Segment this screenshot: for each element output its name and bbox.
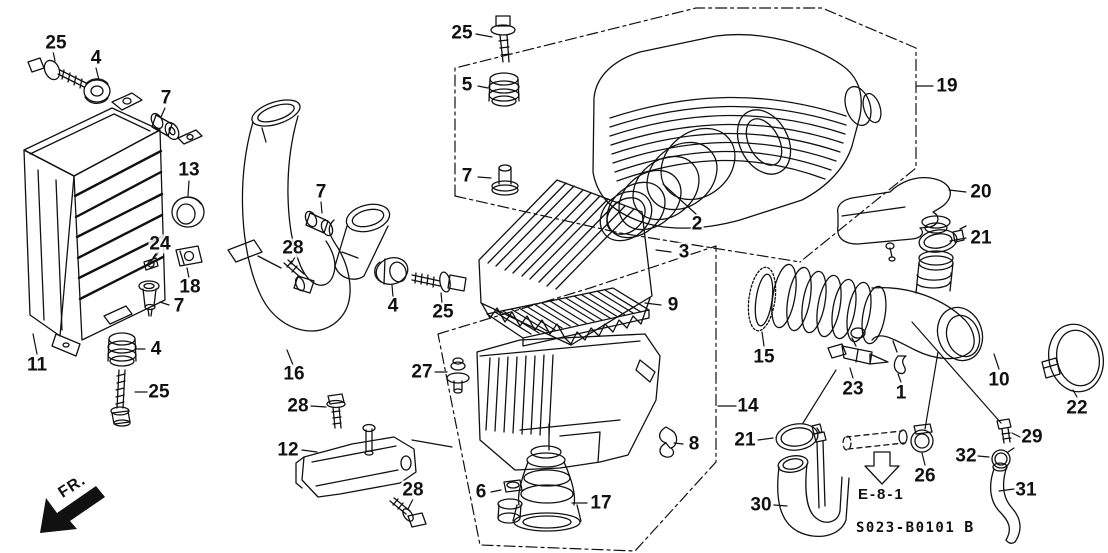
resonator-tank-drawing: [23, 92, 203, 357]
bolt-25-top-drawing: [490, 15, 516, 63]
clamp-32-drawing: [991, 447, 1015, 469]
clipnut-18-drawing: [175, 245, 203, 267]
group-box-14: [437, 245, 717, 552]
bolt-25-duct-drawing: [411, 271, 467, 293]
grommet-4-duct-drawing: [374, 257, 409, 285]
bolt-7-top-drawing: [491, 164, 519, 196]
tube-31-drawing: [989, 462, 1021, 544]
housing-top-drawing: [592, 33, 882, 242]
sensor-23-drawing: [827, 337, 889, 365]
fr-arrow-icon: [40, 486, 105, 533]
diagram-code-suffix: B: [964, 518, 974, 536]
ring-13-drawing: [171, 196, 205, 228]
clip-1-drawing: [892, 340, 907, 375]
breather-tube-30-drawing: [777, 427, 850, 538]
clamp-22-drawing: [1041, 323, 1104, 393]
bolt-27-drawing: [446, 357, 470, 394]
leader-lines: [32, 33, 1078, 510]
detail-arrow-icon: [864, 451, 900, 485]
bolt-28-lower-drawing: [389, 497, 427, 528]
detail-reference: E-8-1: [858, 486, 905, 503]
bolt-28-upper-drawing: [326, 393, 346, 429]
clamp-21-upper-drawing: [918, 225, 967, 253]
bolt-7-topleft-drawing: [150, 112, 180, 141]
screw-25-leftmid-drawing: [110, 369, 131, 427]
hose-dashed-drawing: [842, 429, 908, 451]
bolt-25-topleft-drawing: [27, 57, 87, 89]
filter-9-drawing: [486, 287, 650, 347]
clip-8-drawing: [658, 426, 678, 458]
funnel-17-drawing: [512, 423, 582, 532]
case-bottom-drawing: [476, 333, 661, 471]
intake-duct-drawing: [227, 99, 391, 332]
air-flow-tube-drawing: [771, 250, 984, 362]
nut-6-drawing: [497, 479, 523, 524]
bolt-7-duct-drawing: [304, 210, 334, 237]
grommet-4-leftmid-drawing: [107, 332, 137, 367]
bracket-12-drawing: [295, 423, 453, 498]
ring-15-drawing: [747, 266, 777, 332]
grommet-4-topleft-drawing: [83, 78, 111, 105]
resonator-20-drawing: [836, 176, 951, 262]
grommet-5-drawing: [488, 72, 520, 107]
diagram-code-main: S023-B0101: [856, 520, 956, 536]
bolt-29-drawing: [996, 418, 1012, 444]
bolt-7-leftmid-drawing: [138, 280, 160, 317]
clamp-26-drawing: [910, 423, 934, 453]
cover-3-drawing: [478, 179, 653, 346]
group-box-19: [454, 7, 917, 263]
bolt-28-duct-drawing: [283, 259, 315, 294]
diagram-code: S023-B0101 B: [856, 518, 973, 536]
